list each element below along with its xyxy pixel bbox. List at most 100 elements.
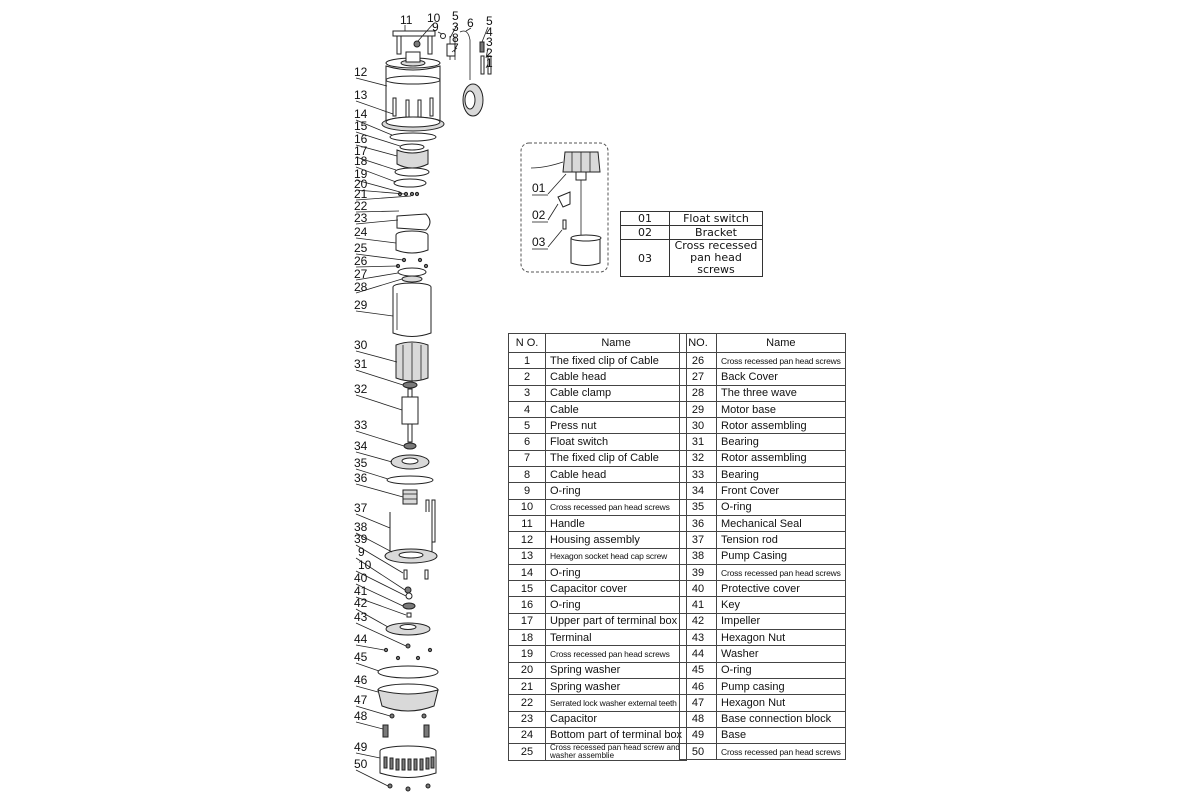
part-name: Cross recessed pan head screws xyxy=(716,351,846,370)
part-number: 7 xyxy=(508,449,546,468)
part-name: Bearing xyxy=(716,466,846,484)
callout-47: 47 xyxy=(354,693,368,707)
column-header-name: Name xyxy=(716,333,846,353)
callout-29: 29 xyxy=(354,298,368,312)
callout-36: 36 xyxy=(354,471,368,485)
column-header-no: N O. xyxy=(508,333,546,353)
part-number: 30 xyxy=(679,417,717,435)
part-name: Cable clamp xyxy=(544,384,688,402)
callout-49: 49 xyxy=(354,740,368,754)
inset-callout-03: 03 xyxy=(532,235,546,249)
part-name: Handle xyxy=(544,514,688,533)
part-name: Cable head xyxy=(544,466,688,484)
part-name: The fixed clip of Cable xyxy=(544,449,688,468)
part-number: 2 xyxy=(508,368,546,386)
callout-1: 1 xyxy=(486,56,493,70)
part-code: 01 xyxy=(620,211,670,226)
part-name: Pump casing xyxy=(716,677,846,696)
table-header-row: N O. Name xyxy=(508,333,688,353)
part-name: Rotor assembling xyxy=(716,417,846,435)
callout-24: 24 xyxy=(354,225,368,239)
top-callouts: 11 10 9 5 3 8 7 6 5 4 3 2 1 xyxy=(400,9,493,70)
part-number: 3 xyxy=(508,384,546,402)
part-number: 8 xyxy=(508,466,546,484)
callout-34: 34 xyxy=(354,439,368,453)
part-number: 31 xyxy=(679,433,717,451)
part-number: 22 xyxy=(508,694,546,712)
part-number: 28 xyxy=(679,384,717,402)
pump-parts-drawing xyxy=(377,30,492,792)
callout-19: 19 xyxy=(354,167,368,181)
part-number: 1 xyxy=(508,351,546,370)
part-number: 13 xyxy=(508,547,546,565)
callout-33: 33 xyxy=(354,418,368,432)
callout-27: 27 xyxy=(354,267,368,281)
table-row: 03 Cross recessed pan head screws xyxy=(620,239,763,277)
part-name: Hexagon Nut xyxy=(716,629,846,647)
callout-38: 38 xyxy=(354,520,368,534)
part-number: 43 xyxy=(679,629,717,647)
callout-25: 25 xyxy=(354,241,368,255)
part-name: Key xyxy=(716,596,846,614)
part-name: Motor base xyxy=(716,400,846,419)
part-name: Float switch xyxy=(544,433,688,451)
part-name: Bearing xyxy=(716,433,846,451)
part-code: 02 xyxy=(620,225,670,240)
part-name: Serrated lock washer external teeth xyxy=(544,694,688,712)
part-number: 34 xyxy=(679,482,717,500)
part-number: 48 xyxy=(679,710,717,728)
part-name: Rotor assembling xyxy=(716,449,846,468)
callout-12: 12 xyxy=(354,65,368,79)
part-name: Back Cover xyxy=(716,368,846,386)
column-header-no: NO. xyxy=(679,333,717,353)
part-name: Cross recessed pan head screws xyxy=(716,563,846,582)
part-number: 12 xyxy=(508,531,546,549)
part-name: Protective cover xyxy=(716,580,846,598)
column-header-name: Name xyxy=(544,333,688,353)
part-name: Hexagon Nut xyxy=(716,694,846,712)
part-name: O-ring xyxy=(544,482,688,500)
part-name: O-ring xyxy=(544,563,688,582)
part-number: 19 xyxy=(508,645,546,663)
part-number: 23 xyxy=(508,710,546,728)
callout-9: 9 xyxy=(432,20,439,34)
table-row: 01 Float switch xyxy=(620,211,763,226)
part-name: O-ring xyxy=(544,596,688,614)
table-row: 02 Bracket xyxy=(620,225,763,240)
part-number: 10 xyxy=(508,498,546,516)
left-callouts: 12 13 14 15 16 17 18 19 20 21 22 23 24 2… xyxy=(354,65,372,771)
part-number: 39 xyxy=(679,563,717,582)
part-number: 25 xyxy=(508,743,546,762)
part-code: 03 xyxy=(620,239,670,277)
part-name: Mechanical Seal xyxy=(716,514,846,533)
part-name: Press nut xyxy=(544,417,688,435)
callout-17: 17 xyxy=(354,144,368,158)
callout-20: 20 xyxy=(354,177,368,191)
callout-48: 48 xyxy=(354,709,368,723)
